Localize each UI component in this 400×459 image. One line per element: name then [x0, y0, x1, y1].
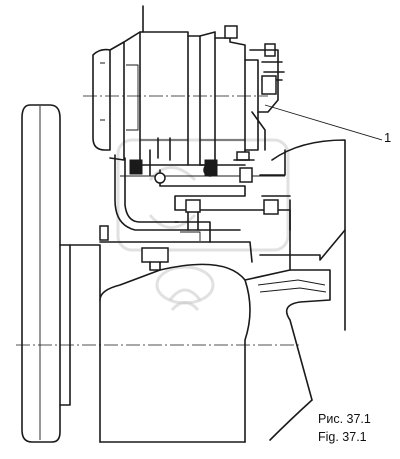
generator: [92, 5, 285, 184]
figure-caption-ru: Рис. 37.1: [318, 412, 371, 426]
pulley-wheel: [21, 104, 71, 443]
figure-caption-en: Fig. 37.1: [318, 430, 367, 444]
bolts: [99, 159, 279, 271]
mounting-bracket: [114, 149, 291, 243]
callout-number: 1: [384, 130, 392, 145]
callout-leader-line: [264, 104, 383, 141]
engine-block: [69, 139, 346, 443]
